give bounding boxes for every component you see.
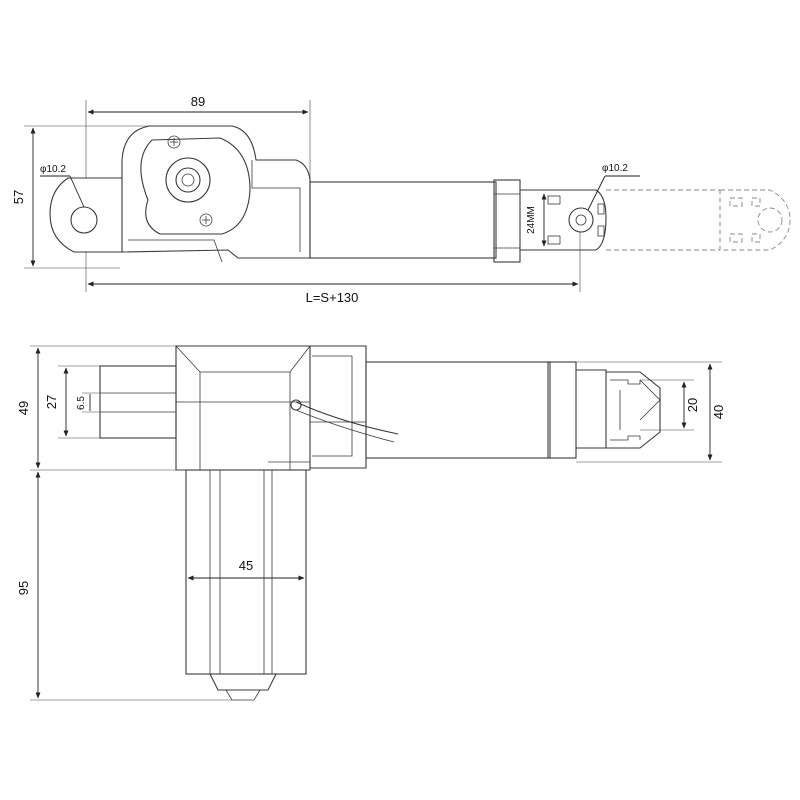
dim-width-89: 89 xyxy=(85,94,311,180)
screw-bottom xyxy=(199,213,213,227)
label-inner-height: 27 xyxy=(44,395,59,409)
outer-tube-side xyxy=(365,361,551,459)
label-end-width: 20 xyxy=(685,398,700,412)
tube-mount-side xyxy=(310,345,367,469)
label-rod: 24MM xyxy=(526,206,537,234)
dim-end-20: 20 xyxy=(640,379,700,431)
label-hole-right: φ10.2 xyxy=(602,163,628,174)
label-motor-length: 95 xyxy=(16,581,31,595)
extended-rod-phantom xyxy=(606,189,791,251)
top-view: 89 57 φ10.2 φ10.2 24MM xyxy=(11,94,791,305)
rear-clevis xyxy=(99,365,177,439)
label-total-height: 49 xyxy=(16,401,31,415)
dim-end-40: 40 xyxy=(576,361,726,463)
dim-right-hole: φ10.2 xyxy=(587,163,640,211)
gear-cover xyxy=(140,137,251,235)
label-length: L=S+130 xyxy=(306,290,359,305)
power-cable xyxy=(295,401,399,435)
rod-end xyxy=(520,189,607,251)
label-hole-left: φ10.2 xyxy=(40,164,66,175)
label-end-height: 40 xyxy=(711,405,726,419)
rod-end-side xyxy=(576,369,607,449)
dim-motor-45: 45 xyxy=(187,558,305,581)
motor-endcap xyxy=(209,673,277,691)
gear-center-inner xyxy=(175,167,201,193)
dim-height-27: 27 xyxy=(44,365,100,439)
gearbox-side xyxy=(175,345,311,471)
label-height: 57 xyxy=(11,190,26,204)
dim-rod-24mm: 24MM xyxy=(526,193,547,247)
dim-height-49: 49 xyxy=(16,345,186,471)
tube-collar-side xyxy=(547,361,577,459)
front-mount-hole xyxy=(568,207,594,233)
dim-length: L=S+130 xyxy=(85,232,581,305)
dim-motor-95: 95 xyxy=(16,471,232,701)
tube-collar xyxy=(493,179,521,263)
dim-slot-6-5: 6.5 xyxy=(76,392,100,413)
side-view: 49 27 6.5 95 45 xyxy=(16,345,726,701)
gear-center-outer xyxy=(165,157,211,203)
label-motor-width: 45 xyxy=(239,558,253,573)
rear-mount-hole xyxy=(70,206,98,234)
gearbox-housing xyxy=(121,125,311,259)
dim-left-hole: φ10.2 xyxy=(40,164,85,208)
screw-top xyxy=(167,135,181,149)
label-width: 89 xyxy=(191,94,205,109)
label-slot: 6.5 xyxy=(76,396,87,410)
motor-body xyxy=(185,469,307,675)
rear-mount-ear xyxy=(49,177,122,253)
outer-tube xyxy=(309,181,497,259)
dim-height-57: 57 xyxy=(11,125,150,269)
